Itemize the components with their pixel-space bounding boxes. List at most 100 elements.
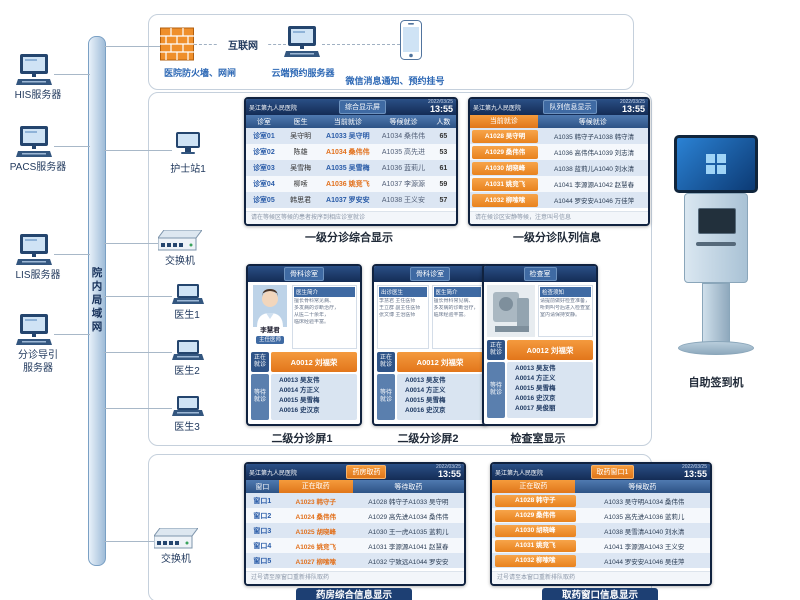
- kiosk-pedestal: [702, 283, 730, 343]
- doctor-photo: [253, 285, 287, 327]
- caption-exam-room: 检查室显示: [510, 433, 566, 445]
- table-row: 窗口3 A1025 胡晓峰 A1030 王一虎A1035 蓝莉儿: [246, 523, 464, 538]
- waiting-item: A0013 吴友伟: [515, 365, 556, 372]
- caption-queue-info: 一级分诊队列信息: [513, 232, 601, 244]
- screen-exam-room: 检查室 检查须知 请提前做好检查准备，听到叫号后进入检查室，室内请保持安静。 正…: [482, 264, 598, 426]
- room-title: 检查室: [523, 267, 557, 281]
- table-header: 诊室 医生 当前就诊 等候就诊 人数: [246, 115, 456, 128]
- line-triage-lan: [54, 334, 90, 335]
- waiting-item: A0017 吴俊丽: [515, 405, 556, 412]
- waiting-item: A0015 吴雪梅: [279, 397, 320, 404]
- cloud-server-icon: [284, 26, 320, 57]
- date: 2022/03/25: [619, 99, 645, 105]
- table-row: 诊室05 韩思君 A1037 罗安安 A1038 王义安 57: [246, 192, 456, 208]
- doctor-intro-panel: 医生简介 擅长骨科常见病、多发病的诊断治疗，从医二十余年，临床经验丰富。: [292, 285, 357, 349]
- switch-top-label: 交换机: [165, 256, 195, 267]
- table-row: A1028 吴守明 A1035 韩守子A1038 韩守清: [470, 128, 648, 144]
- his-server-icon: [16, 54, 52, 85]
- screen-header: 吴江第九人民医院 取药窗口1 2022/03/25 13:55: [492, 464, 710, 480]
- intro-line: 多发病的诊断治疗，: [294, 305, 340, 311]
- clock: 2022/03/25 13:55: [682, 465, 707, 479]
- table-header: 窗口 正在取药 等待取药: [246, 480, 464, 493]
- table-row: 窗口1 A1023 韩守子 A1028 韩守子A1033 吴守明: [246, 493, 464, 508]
- line-lan-switch-top: [104, 243, 158, 244]
- hospital-name: 吴江第九人民医院: [249, 105, 298, 112]
- screen-title: 药房取药: [346, 465, 387, 479]
- current-patient: A0012 刘福荣: [271, 352, 357, 372]
- date: 2022/03/25: [681, 464, 707, 470]
- pacs-server-icon: [16, 126, 52, 157]
- table-row: A1028 韩守子 A1033 吴守明A1034 桑伟伟: [492, 493, 710, 508]
- panel-title: 检查须知: [540, 287, 591, 297]
- self-checkin-kiosk: [668, 135, 764, 367]
- screen-pharmacy-window-1: 吴江第九人民医院 取药窗口1 2022/03/25 13:55 正在取药 等候取…: [490, 462, 712, 586]
- internet-label: 互联网: [218, 37, 268, 52]
- screen-title: 队列信息显示: [543, 100, 598, 114]
- table-row: 诊室04 柳嗦 A1036 姚竞飞 A1037 李源源 59: [246, 176, 456, 192]
- screen-header: 检查室: [484, 266, 596, 282]
- hospital-lan-bus: 院内局域网: [88, 36, 106, 566]
- waiting-label: 等待就诊: [251, 374, 269, 420]
- pacs-server-label: PACS服务器: [9, 162, 67, 173]
- screen-header: 骨科诊室: [248, 266, 360, 282]
- hospital-name: 吴江第九人民医院: [473, 105, 522, 112]
- waiting-item: A0015 吴雪梅: [405, 397, 446, 404]
- line-lan-switch-bottom: [104, 541, 154, 542]
- ticker: 过号请至原窗口重新排队取药: [246, 571, 464, 584]
- line-lan-doctor1: [104, 296, 172, 297]
- panel-line: 王立群 副主任医师: [379, 305, 421, 311]
- switch-top-icon: [158, 230, 202, 251]
- ticker: 请在候诊区安静等候，注意叫号信息: [470, 211, 648, 224]
- panel-title: 医生简介: [433, 287, 481, 297]
- switch-bottom-icon: [154, 528, 198, 549]
- line-pacs-lan: [54, 146, 90, 147]
- doctor3-laptop-icon: [172, 396, 204, 416]
- clock: 2022/03/25 13:55: [436, 465, 461, 479]
- table-row: 窗口5 A1027 柳嗦嗦 A1032 宁致远A1044 罗安安: [246, 553, 464, 568]
- screen-queue-info: 吴江第九人民医院 队列信息显示 2022/03/25 13:55 当前就诊 等候…: [468, 97, 650, 226]
- exam-room-photo: [487, 285, 535, 337]
- waiting-label: 等待就诊: [487, 362, 505, 418]
- line-his-lan: [54, 74, 90, 75]
- exam-notice-panel: 检查须知 请提前做好检查准备，听到叫号后进入检查室，室内请保持安静。: [538, 285, 593, 337]
- table-row: A1029 桑伟伟 A1036 高伟伟A1039 刘志清: [470, 144, 648, 160]
- current-patient: A0012 刘福荣: [397, 352, 483, 372]
- time: 13:55: [429, 104, 453, 114]
- table-body: A1028 韩守子 A1033 吴守明A1034 桑伟伟 A1029 桑伟伟 A…: [492, 493, 710, 568]
- ticker: 过号请至本窗口重新排队取药: [492, 571, 710, 584]
- waiting-item: A0016 史汉京: [405, 407, 446, 414]
- clock: 2022/03/25 13:55: [620, 100, 645, 114]
- doctor1-laptop-icon: [172, 284, 204, 304]
- line-lan-firewall: [104, 46, 162, 47]
- table-header: 正在取药 等候取药: [492, 480, 710, 493]
- notice-line: 室内请保持安静。: [540, 312, 581, 318]
- current-label: 正在就诊: [251, 352, 269, 372]
- panel-line: 擅长骨科常见病、: [433, 298, 474, 304]
- intro-line: 擅长骨科常见病、: [294, 298, 335, 304]
- date: 2022/03/25: [427, 99, 453, 105]
- caption-kiosk: 自助签到机: [688, 377, 744, 389]
- kiosk-printer-slot: [696, 242, 736, 246]
- waiting-item: A0014 方正义: [515, 375, 556, 382]
- kiosk-body: [684, 193, 748, 283]
- screen-header: 骨科诊室: [374, 266, 486, 282]
- screen-title: 取药窗口1: [590, 465, 635, 479]
- switch-bottom-label: 交换机: [161, 554, 191, 565]
- waiting-item: A0016 史汉京: [279, 407, 320, 414]
- nurse-station-icon: [176, 132, 200, 154]
- triage-guide-server-icon: [16, 314, 52, 345]
- line-lan-nurse: [104, 150, 172, 151]
- screen-triage-overview: 吴江第九人民医院 综合显示屏 2022/03/25 13:55 诊室 医生 当前…: [244, 97, 458, 226]
- current-label: 正在就诊: [487, 340, 505, 360]
- table-row: A1032 柳嗦嗦 A1044 罗安安A1046 万佳萍: [470, 192, 648, 208]
- firewall-label: 医院防火墙、网闸: [163, 68, 236, 78]
- intro-line: 临床经验丰富。: [294, 319, 330, 325]
- table-row: A1031 姚竞飞 A1041 李源源A1043 王义安: [492, 538, 710, 553]
- ticker: 请在等候区等候的患者按序到相应诊室就诊: [246, 211, 456, 224]
- waiting-item: A0014 方正义: [405, 387, 446, 394]
- wechat-phone-icon: [400, 20, 422, 60]
- cloud-server-label: 云端预约服务器: [271, 68, 335, 78]
- table-body: A1028 吴守明 A1035 韩守子A1038 韩守清 A1029 桑伟伟 A…: [470, 128, 648, 208]
